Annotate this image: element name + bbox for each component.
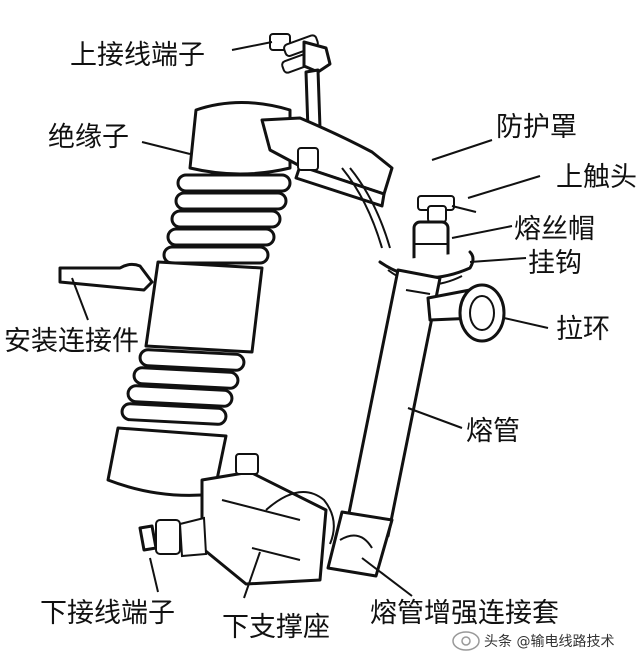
leader-lines bbox=[71, 41, 549, 599]
fuse-tube-part bbox=[344, 268, 442, 538]
lower-support-part bbox=[200, 453, 335, 586]
label-lower-support: 下支撑座 bbox=[222, 612, 330, 643]
upper-terminal-part bbox=[269, 33, 332, 132]
label-tube-reinforcement: 熔管增强连接套 bbox=[370, 598, 559, 629]
label-lower-terminal: 下接线端子 bbox=[40, 598, 175, 629]
label-upper-terminal: 上接线端子 bbox=[70, 40, 205, 71]
watermark: 头条 @输电线路技术 bbox=[452, 631, 614, 651]
camera-logo-icon bbox=[452, 631, 480, 651]
label-mounting-piece: 安装连接件 bbox=[4, 326, 139, 357]
label-hook: 挂钩 bbox=[528, 248, 582, 279]
insulator-body bbox=[106, 101, 292, 497]
pull-ring-part bbox=[426, 283, 506, 343]
watermark-text: 头条 @输电线路技术 bbox=[484, 633, 614, 650]
lower-terminal-part bbox=[138, 516, 208, 558]
tube-reinforcement-part bbox=[326, 510, 394, 578]
label-fuse-tube: 熔管 bbox=[466, 416, 520, 447]
label-upper-contact: 上触头 bbox=[556, 162, 637, 193]
label-protective-cover: 防护罩 bbox=[496, 112, 577, 143]
label-fuse-cap: 熔丝帽 bbox=[514, 214, 595, 245]
upper-contact-part bbox=[417, 195, 477, 223]
label-pull-ring: 拉环 bbox=[556, 314, 610, 345]
mounting-bracket bbox=[58, 262, 154, 292]
protective-cover-part bbox=[260, 116, 394, 249]
label-insulator: 绝缘子 bbox=[48, 122, 129, 153]
